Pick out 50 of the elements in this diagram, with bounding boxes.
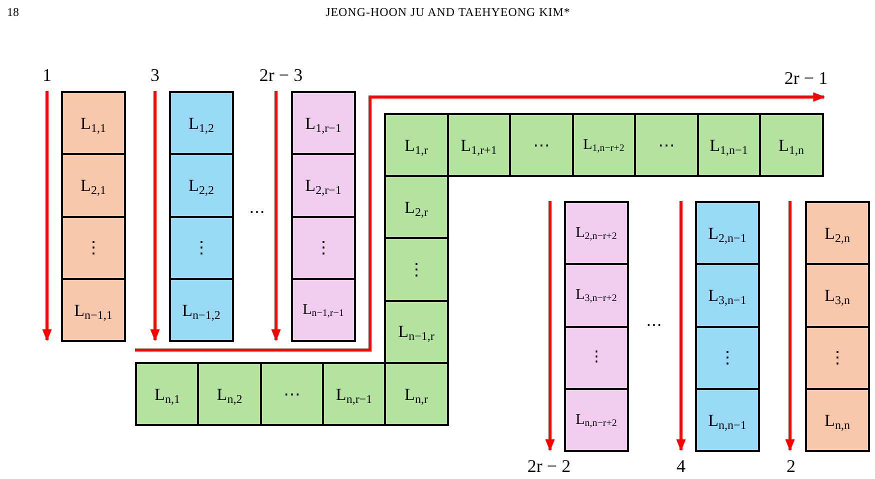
matrix-cell: L$_{n,1}$ [135, 362, 200, 426]
matrix-cell: ⋯ [634, 113, 698, 178]
matrix-cell: L$_{n,r−1}$ [322, 362, 386, 426]
order-number: 3 [150, 66, 160, 84]
matrix-cell: ⋮ [169, 216, 234, 280]
matrix-cell: L$_{2,r−1}$ [291, 153, 356, 218]
matrix-cell: L$_{1,2}$ [169, 91, 234, 156]
matrix-cell: ⋯ [260, 362, 324, 426]
matrix-cell: L$_{2,n−1}$ [695, 201, 760, 266]
matrix-cell: L$_{n−1,r}$ [384, 300, 448, 364]
matrix-cell: ⋮ [564, 326, 628, 390]
order-number: 1 [42, 66, 52, 84]
order-number: 2r − 2 [527, 457, 571, 475]
matrix-cell: L$_{n−1,1}$ [61, 278, 126, 342]
matrix-cell: L$_{3,n}$ [805, 263, 870, 328]
matrix-cell: L$_{2,n}$ [805, 201, 870, 266]
matrix-cell: L$_{1,1}$ [61, 91, 126, 156]
matrix-cell: L$_{2,1}$ [61, 153, 126, 218]
matrix-cell: L$_{1,r−1}$ [291, 91, 356, 156]
matrix-cell: L$_{n,n}$ [805, 388, 870, 452]
matrix-cell: L$_{1,n−1}$ [696, 113, 761, 178]
matrix-cell: L$_{3,n−1}$ [695, 263, 760, 328]
matrix-cell: L$_{3,n−r+2}$ [564, 263, 628, 328]
matrix-cell: ⋮ [384, 237, 448, 302]
ellipsis: ⋯ [249, 205, 265, 221]
matrix-cell: L$_{2,2}$ [169, 153, 234, 218]
matrix-cell: L$_{n,r}$ [384, 362, 448, 426]
matrix-cell: ⋮ [291, 216, 356, 280]
matrix-cell: ⋮ [805, 326, 870, 390]
order-number: 4 [676, 457, 686, 475]
matrix-cell: L$_{1,n}$ [759, 113, 824, 178]
matrix-cell: ⋮ [695, 326, 760, 390]
matrix-cell: L$_{n−1,r−1}$ [291, 278, 356, 342]
matrix-cell: L$_{n,2}$ [197, 362, 262, 426]
ellipsis: ⋯ [646, 318, 662, 334]
matrix-cell: L$_{2,n−r+2}$ [564, 201, 628, 266]
matrix-cell: L$_{2,r}$ [384, 175, 448, 240]
page-number: 18 [7, 6, 19, 18]
matrix-cell: L$_{1,r+1}$ [446, 113, 511, 178]
matrix-cell: L$_{1,n−r+2}$ [572, 113, 636, 178]
matrix-cell: L$_{n,n−r+2}$ [564, 388, 628, 452]
matrix-cell: L$_{n−1,2}$ [169, 278, 234, 342]
order-number: 2 [786, 457, 796, 475]
order-number: 2r − 1 [784, 69, 828, 87]
matrix-cell: L$_{n,n−1}$ [695, 388, 760, 452]
matrix-cell: ⋮ [61, 216, 126, 280]
matrix-cell: L$_{1,r}$ [384, 113, 448, 178]
running-header: JEONG-HOON JU AND TAEHYEONG KIM* [326, 6, 570, 18]
order-number: 2r − 3 [259, 66, 303, 84]
matrix-cell: ⋯ [509, 113, 574, 178]
